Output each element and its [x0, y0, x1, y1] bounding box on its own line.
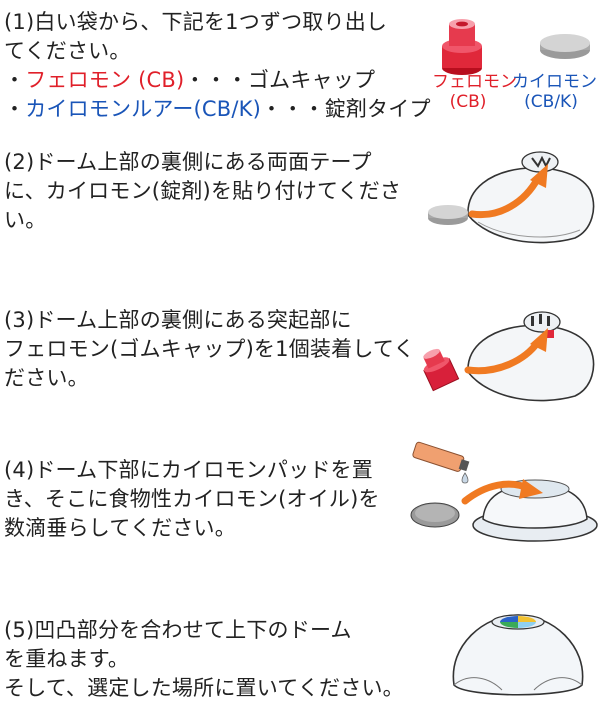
- dome-upper-icon: [467, 311, 595, 402]
- step-3-line-3: ださい。: [4, 366, 89, 390]
- step-4-illustration: [410, 441, 598, 542]
- step-1-illustration: [442, 19, 590, 75]
- step-4-line-1: (4)ドーム下部にカイロモンパッドを置: [4, 458, 373, 482]
- dome-upper-icon: [467, 151, 595, 244]
- step-2-line-1: (2)ドーム上部の裏側にある両面テープ: [4, 150, 372, 174]
- step-4-line-2: き、そこに食物性カイロモン(オイル)を: [4, 487, 380, 511]
- kairomone-label: カイロモン (CB/K): [512, 72, 597, 112]
- tablet-icon: [428, 205, 468, 225]
- tablet-icon: [540, 34, 590, 59]
- step-1-item-pheromone: ・フェロモン (CB)・・・ゴムキャップ: [4, 66, 375, 95]
- pheromone-item-name: フェロモン (CB): [25, 68, 185, 92]
- oil-bottle-icon: [412, 441, 470, 484]
- step-5-line-2: を重ねます。: [4, 647, 130, 671]
- step-2-illustration: [428, 151, 595, 244]
- rubber-cap-icon: [442, 19, 482, 75]
- step-5-line-1: (5)凹凸部分を合わせて上下のドーム: [4, 618, 352, 642]
- step-5-illustration: [452, 614, 584, 696]
- arrow-icon: [464, 328, 548, 375]
- step-2-line-3: い。: [4, 208, 47, 232]
- pheromone-item-desc: ・・・ゴムキャップ: [184, 68, 376, 92]
- step-3-line-1: (3)ドーム上部の裏側にある突起部に: [4, 308, 352, 332]
- step-5-line-3: そして、選定した場所に置いてください。: [4, 676, 404, 700]
- arrow-icon: [461, 479, 543, 505]
- kairomone-item-name: カイロモンルアー(CB/K): [25, 97, 262, 121]
- rubber-cap-icon: [423, 348, 460, 392]
- bullet: ・: [4, 97, 26, 121]
- pheromone-label-name: フェロモン: [432, 72, 517, 92]
- assembled-dome-icon: [452, 614, 584, 696]
- step-1-item-kairomone: ・カイロモンルアー(CB/K)・・・錠剤タイプ: [4, 95, 431, 124]
- bullet: ・: [4, 68, 26, 92]
- arrow-icon: [468, 164, 548, 219]
- kairomone-pad-icon: [410, 502, 460, 528]
- step-4-line-3: 数滴垂らしてください。: [4, 516, 236, 540]
- kairomone-label-code: (CB/K): [524, 92, 578, 112]
- step-2-line-2: に、カイロモン(錠剤)を貼り付けてくださ: [4, 179, 402, 203]
- step-1-line-1: (1)白い袋から、下記を1つずつ取り出し: [4, 10, 388, 34]
- pheromone-label: フェロモン (CB): [432, 72, 517, 112]
- pheromone-label-code: (CB): [449, 92, 487, 112]
- kairomone-label-name: カイロモン: [512, 72, 597, 92]
- step-3-illustration: [423, 311, 595, 402]
- step-1-line-2: てください。: [4, 39, 131, 63]
- step-3-line-2: フェロモン(ゴムキャップ)を1個装着してく: [4, 337, 415, 361]
- kairomone-item-desc: ・・・錠剤タイプ: [261, 97, 431, 121]
